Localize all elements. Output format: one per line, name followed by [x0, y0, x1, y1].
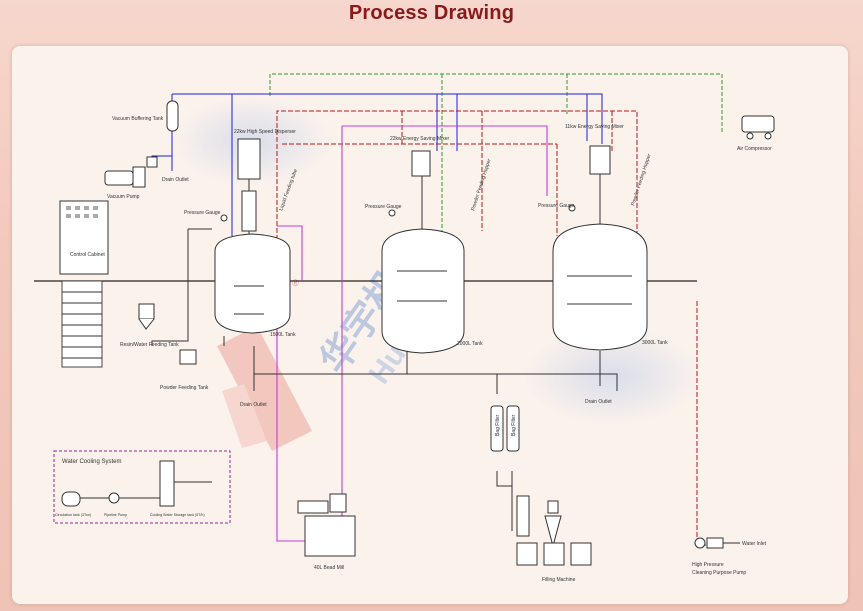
svg-text:Cooling Water Storage tank (5T: Cooling Water Storage tank (5T/h) [150, 513, 205, 517]
bead-mill: 40L Bead Mill [297, 493, 356, 571]
svg-text:22kw High Speed Disperser: 22kw High Speed Disperser [234, 129, 296, 135]
svg-text:Bag Filter: Bag Filter [511, 414, 517, 436]
tank-2000l: 22kw Energy Saving Mixer Pressure Gauge … [365, 136, 493, 354]
svg-text:3000L Tank: 3000L Tank [642, 340, 668, 346]
svg-text:Drain Outlet: Drain Outlet [162, 177, 189, 183]
svg-text:®: ® [292, 278, 299, 288]
svg-text:Powder Feeding Hopper: Powder Feeding Hopper [470, 158, 493, 212]
svg-text:Bag Filter: Bag Filter [495, 414, 501, 436]
bag-filters: Bag Filter Bag Filter [490, 405, 520, 452]
page-title: Process Drawing [348, 2, 515, 24]
svg-text:Resin/Water Feeding Tank: Resin/Water Feeding Tank [120, 342, 179, 348]
svg-text:High Pressure: High Pressure [692, 562, 724, 568]
filling-machine: Filling Machine [516, 495, 592, 583]
background-glow [522, 326, 702, 426]
svg-text:Vacuum Pump: Vacuum Pump [107, 194, 140, 200]
control-cabinet: Control Cabinet [59, 200, 109, 275]
resin-water-feeding-tank: Resin/Water Feeding Tank [120, 303, 179, 348]
svg-text:Powder Feeding Hopper: Powder Feeding Hopper [630, 153, 653, 207]
air-compressor: Air Compressor [737, 115, 775, 152]
svg-text:40L Bead Mill: 40L Bead Mill [314, 565, 344, 571]
diagram-board: ® 华宇机械 Hua Yun [12, 46, 848, 604]
svg-text:Filling Machine: Filling Machine [542, 577, 576, 583]
svg-text:Water Cooling System: Water Cooling System [62, 459, 121, 465]
svg-text:Control Cabinet: Control Cabinet [70, 252, 105, 258]
svg-text:Air Compressor: Air Compressor [737, 146, 772, 152]
operating-platform-stairs [61, 280, 103, 368]
svg-text:Circulation tank (3Ton): Circulation tank (3Ton) [55, 513, 91, 517]
svg-text:Vacuum Buffering Tank: Vacuum Buffering Tank [112, 116, 164, 122]
svg-text:1500L Tank: 1500L Tank [270, 332, 296, 338]
svg-text:Pressure Gauge: Pressure Gauge [184, 210, 221, 216]
svg-text:Drain Outlet: Drain Outlet [585, 399, 612, 405]
water-cooling-system: Water Cooling System Circulation tank (3… [53, 450, 231, 524]
vacuum-pump: Vacuum Pump [104, 156, 158, 200]
process-pipes [151, 228, 618, 531]
svg-text:Pipeline Pump: Pipeline Pump [104, 513, 127, 517]
svg-text:Pressure Gauge: Pressure Gauge [538, 203, 575, 209]
svg-text:Cleaning Purpose Pump: Cleaning Purpose Pump [692, 570, 746, 576]
svg-text:Powder Feeding Tank: Powder Feeding Tank [160, 385, 209, 391]
svg-text:22kw Energy Saving Mixer: 22kw Energy Saving Mixer [390, 136, 450, 142]
svg-text:2000L Tank: 2000L Tank [457, 341, 483, 347]
svg-text:11kw Energy Saving Mixer: 11kw Energy Saving Mixer [565, 124, 624, 130]
powder-feeding-tank: Powder Feeding Tank Drain Outlet [160, 349, 267, 408]
svg-text:Drain Outlet: Drain Outlet [240, 402, 267, 408]
svg-text:Pressure Gauge: Pressure Gauge [365, 204, 402, 210]
air-line [269, 73, 723, 266]
vacuum-buffering-tank: Vacuum Buffering Tank Drain Outlet [112, 100, 189, 183]
svg-text:Water Inlet: Water Inlet [742, 541, 767, 547]
high-pressure-cleaning-pump: Water Inlet High Pressure Cleaning Purpo… [692, 537, 767, 576]
process-diagram: ® 华宇机械 Hua Yun [34, 73, 775, 583]
